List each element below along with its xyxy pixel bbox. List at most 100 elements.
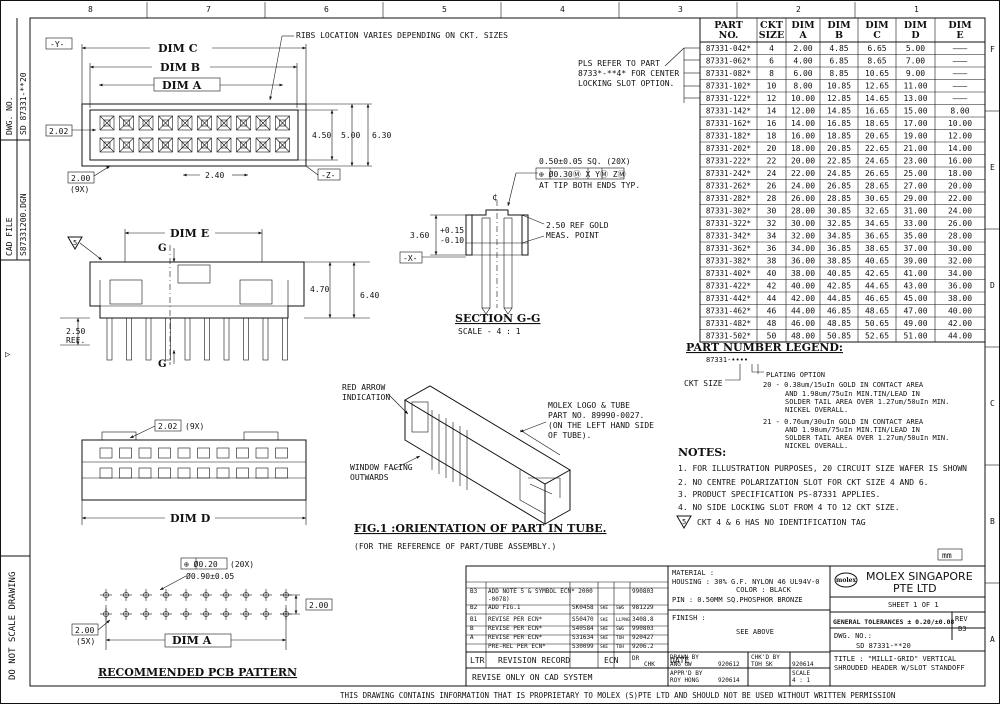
title-2: SHROUDED HEADER W/SLOT STANDOFF [834, 664, 965, 672]
legend-ckt: CKT SIZE [684, 379, 723, 388]
table-cell: 24.00 [791, 182, 815, 191]
table-header-2: A [798, 30, 807, 41]
part-table: PARTNO.CKTSIZEDIMADIMBDIMCDIMDDIME87331-… [699, 17, 986, 343]
window-2: OUTWARDS [350, 473, 389, 482]
revision-cell: SKE [600, 644, 608, 650]
revision-cell: ADD FIG.1 [488, 604, 521, 611]
revision-cell: SKE [600, 635, 608, 641]
revision-cell: SK0458 [572, 604, 594, 611]
table-cell: 87331-442* [706, 294, 751, 303]
table-cell: 46.65 [865, 294, 889, 303]
table-cell: 5.00 [906, 44, 925, 53]
legend-plating: PLATING OPTION [766, 371, 825, 379]
top-pin-cell [197, 115, 212, 131]
bottom-pin-cell [216, 447, 230, 459]
table-cell: 38.65 [865, 244, 889, 253]
g-bottom: G [158, 359, 167, 370]
ref-x: -X- [403, 254, 417, 263]
revision-cell: REVISE PER ECN* [488, 625, 543, 632]
revision-cell: B1 [470, 616, 478, 623]
revision-cell: SWG [616, 605, 624, 611]
table-cell: 10.00 [948, 119, 972, 128]
table-cell: 18.00 [948, 169, 972, 178]
finish-val: SEE ABOVE [736, 628, 774, 636]
revision-cell: REVISE PER ECN* [488, 616, 543, 623]
revision-cell: -0078) [488, 596, 510, 603]
bottom-pin-cell [99, 467, 113, 479]
table-cell: 12 [767, 94, 777, 103]
note-5-flag: 5 [682, 518, 686, 526]
table-cell: 87331-222* [706, 157, 751, 166]
dim-202: 2.02 [49, 127, 68, 136]
cad-only: REVISE ONLY ON CAD SYSTEM [472, 673, 593, 682]
table-cell: 87331-042* [706, 44, 751, 53]
table-cell: 15.00 [903, 107, 927, 116]
table-cell: 87331-142* [706, 107, 751, 116]
table-cell: 4.00 [793, 57, 812, 66]
table-cell: 21.00 [903, 144, 927, 153]
cad-file: S87331200.DGN [19, 193, 28, 256]
table-cell: 22.00 [791, 169, 815, 178]
chkd-by: TOH SK [751, 661, 773, 668]
front-pin [282, 317, 288, 361]
table-cell: 87331-162* [706, 119, 751, 128]
bottom-pin-cell [216, 467, 230, 479]
pcb-tol-frame: ⊕ Ø0.20 [184, 559, 218, 569]
dim-e-label: DIM E [170, 227, 209, 240]
revision-cell: A [470, 634, 474, 641]
section-title: SECTION G-G [455, 312, 540, 325]
table-cell: 10 [767, 82, 777, 91]
table-cell: 25.00 [903, 169, 927, 178]
table-cell: 40.00 [948, 307, 972, 316]
zone-side-E: E [990, 163, 995, 172]
top-pin-cell [158, 115, 173, 131]
top-view: -Y- RIBS LOCATION VARIES DEPENDING ON CK… [45, 31, 508, 194]
table-cell: 22.00 [948, 194, 972, 203]
dim-b-label: DIM B [160, 61, 200, 74]
table-cell: 17.00 [903, 119, 927, 128]
opt20-line1: 20 - 0.38um/15uIn GOLD IN CONTACT AREA [763, 381, 924, 389]
top-pin-cell [99, 137, 115, 153]
table-cell: 38.00 [948, 294, 972, 303]
table-cell: 87331-262* [706, 182, 751, 191]
table-cell: 22.65 [865, 144, 889, 153]
front-pin [126, 317, 132, 361]
table-cell: 38 [767, 257, 777, 266]
table-cell: 87331-322* [706, 219, 751, 228]
tolerance: GENERAL TOLERANCES ± 0.20/±0.08 [833, 618, 954, 626]
revision-cell: B3 [470, 588, 478, 595]
table-cell: 20.65 [865, 132, 889, 141]
revision-cell: SKE [600, 626, 608, 632]
scale-val: 4 : 1 [792, 677, 810, 684]
table-cell: 50 [767, 332, 777, 341]
revision-cell: SKE [600, 605, 608, 611]
table-cell: 26.00 [791, 194, 815, 203]
bottom-pin-cell [119, 447, 132, 459]
revision-cell: ADD NOTE 5 & SYMBOL ECN* 2000 [488, 588, 593, 595]
table-cell: 87331-382* [706, 257, 751, 266]
left-strip: DWG. NO. SD 87331-**20 CAD FILE S8733120… [0, 18, 31, 686]
pcb-dim-200-right: 2.00 [309, 601, 328, 610]
scale-label: SCALE [792, 670, 810, 677]
tip-note: AT TIP BOTH ENDS TYP. [539, 181, 640, 190]
table-cell: 42.65 [865, 269, 889, 278]
dim-9x-bottom: (9X) [185, 422, 204, 431]
dim-500: 5.00 [341, 131, 360, 140]
dim-360: 3.60 [410, 231, 429, 240]
table-cell: 9.00 [906, 69, 925, 78]
chkd-date: 920614 [792, 661, 814, 668]
drawn-by: ANG GW [670, 661, 692, 668]
zone-top-6: 6 [324, 5, 329, 14]
dwg-no-tb: SD 87331-**20 [856, 642, 911, 650]
table-cell: 44.85 [827, 294, 851, 303]
revision-cell: TOH [616, 644, 624, 650]
table-cell: 31.00 [903, 207, 927, 216]
zone-side-B: B [990, 517, 995, 526]
table-cell: 10.00 [791, 94, 815, 103]
table-cell: 12.65 [865, 82, 889, 91]
g-top: G [158, 243, 167, 254]
table-cell: 18.65 [865, 119, 889, 128]
revision-cell: B [470, 625, 474, 632]
